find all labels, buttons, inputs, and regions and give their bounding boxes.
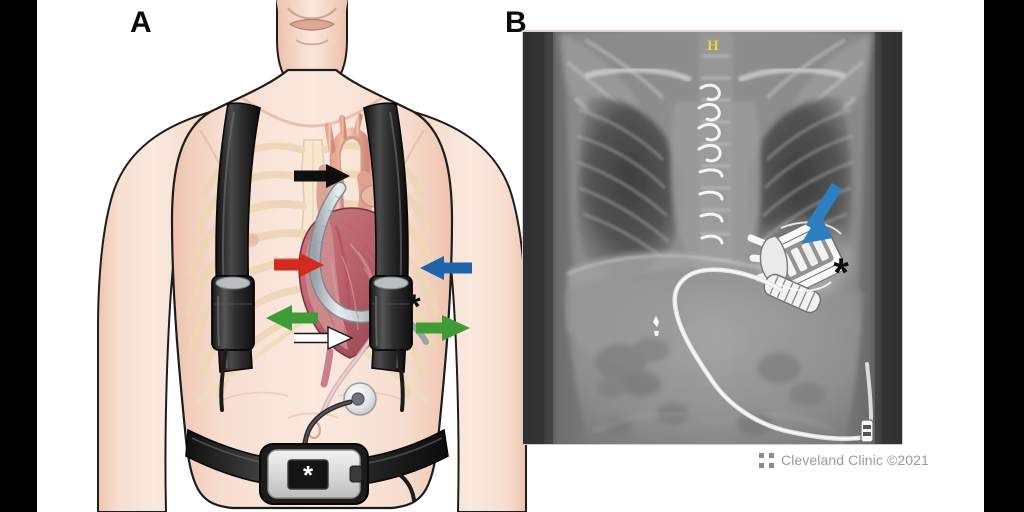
figure-canvas: A B	[37, 0, 984, 512]
green-arrow-left	[266, 305, 318, 331]
graft-rings	[317, 195, 360, 320]
clavicle-shadow	[241, 96, 383, 128]
xray-asterisk: *	[833, 251, 849, 295]
asterisk-chest: *	[407, 288, 421, 326]
annotation-arrows: *	[266, 164, 472, 351]
panel-label-a: A	[130, 6, 152, 39]
cleveland-clinic-logo	[759, 452, 774, 468]
brachiocephalic	[324, 122, 336, 154]
controller-screen-asterisk: *	[303, 460, 314, 490]
red-arrow	[274, 253, 324, 277]
credit-line: Cleveland Clinic ©2021	[759, 452, 929, 468]
driveline-connector	[860, 419, 874, 443]
left-carotid	[339, 115, 347, 139]
exit-site-port	[351, 392, 365, 406]
left-subclavian	[353, 113, 363, 136]
outflow-graft	[309, 183, 387, 322]
xray-image: H *	[522, 30, 903, 445]
battery-cable-left	[396, 348, 405, 412]
blue-arrow	[420, 256, 472, 280]
pump-outflow-connector	[763, 273, 822, 314]
patient-torso: *	[97, 0, 527, 512]
sternal-wires	[697, 83, 724, 245]
bowel-gas	[595, 338, 825, 436]
controller-screen	[287, 459, 329, 490]
green-arrow-right	[416, 315, 470, 341]
mouth	[288, 18, 336, 31]
black-arrow	[294, 164, 350, 188]
xray-blue-arrow	[801, 182, 843, 244]
lower-lip-shadow	[295, 39, 329, 46]
controller-button	[349, 465, 363, 483]
costal-margin-right	[196, 316, 308, 404]
battery-right	[211, 275, 255, 351]
chin-crease	[287, 7, 337, 20]
battery-cable-right	[219, 348, 228, 412]
white-arrow	[294, 325, 354, 351]
panel-b-radiograph: H *	[522, 30, 903, 445]
panel-label-b: B	[505, 6, 527, 39]
controller-cable-left	[390, 468, 416, 502]
clavicles	[584, 66, 846, 83]
battery-right-cap	[215, 276, 251, 290]
driveline-exit-site	[343, 382, 377, 416]
surgical-clip	[653, 316, 659, 336]
orientation-marker-h: H	[707, 38, 719, 54]
credit-text: Cleveland Clinic ©2021	[781, 452, 929, 468]
belt-controller: *	[259, 443, 369, 505]
battery-left-cap	[373, 276, 409, 290]
pelvis	[592, 412, 836, 434]
letterbox-left	[0, 0, 37, 512]
inferior-vena-cava	[320, 348, 334, 388]
battery-left	[369, 275, 413, 351]
letterbox-right	[984, 0, 1024, 512]
panel-a-illustration: *	[92, 0, 532, 512]
